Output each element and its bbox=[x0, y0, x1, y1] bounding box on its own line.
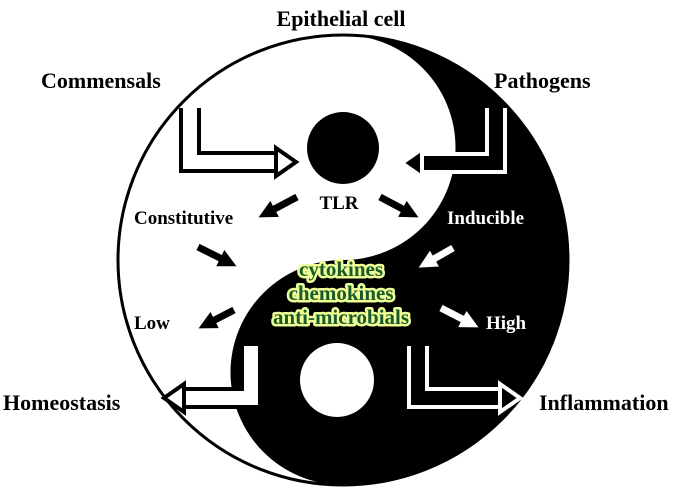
dark-eye bbox=[307, 112, 379, 184]
inflammation-label: Inflammation bbox=[539, 390, 669, 415]
tlr-to-constitutive-arrow bbox=[258, 193, 299, 218]
pathogens-arrow bbox=[398, 108, 507, 181]
inducible-label: Inducible bbox=[447, 208, 524, 229]
tlr-label: TLR bbox=[319, 193, 358, 214]
center-label-chemokines: chemokines bbox=[289, 281, 394, 305]
constitutive-to-center-arrow bbox=[196, 243, 237, 267]
inflammation-arrow bbox=[407, 346, 524, 416]
commensals-label: Commensals bbox=[41, 68, 161, 93]
center-label-cytokines: cytokines bbox=[299, 257, 383, 281]
homeostasis-label: Homeostasis bbox=[3, 390, 121, 415]
tlr-to-inducible-arrow bbox=[378, 193, 419, 218]
pathogens-label: Pathogens bbox=[494, 68, 591, 93]
center-to-low-arrow bbox=[198, 306, 236, 329]
center-to-high-arrow bbox=[439, 304, 479, 328]
homeostasis-arrow bbox=[160, 346, 262, 416]
inducible-to-center-arrow bbox=[418, 244, 455, 268]
diagram-title: Epithelial cell bbox=[277, 6, 406, 31]
yin-yang-symbol bbox=[116, 33, 570, 487]
center-mediators: cytokines chemokines anti-microbials bbox=[270, 255, 411, 332]
center-label-anti-microbials: anti-microbials bbox=[273, 305, 409, 329]
low-label: Low bbox=[134, 313, 170, 334]
commensals-arrow bbox=[179, 108, 300, 180]
high-label: High bbox=[486, 313, 527, 334]
light-eye bbox=[300, 343, 374, 417]
constitutive-label: Constitutive bbox=[134, 208, 233, 229]
